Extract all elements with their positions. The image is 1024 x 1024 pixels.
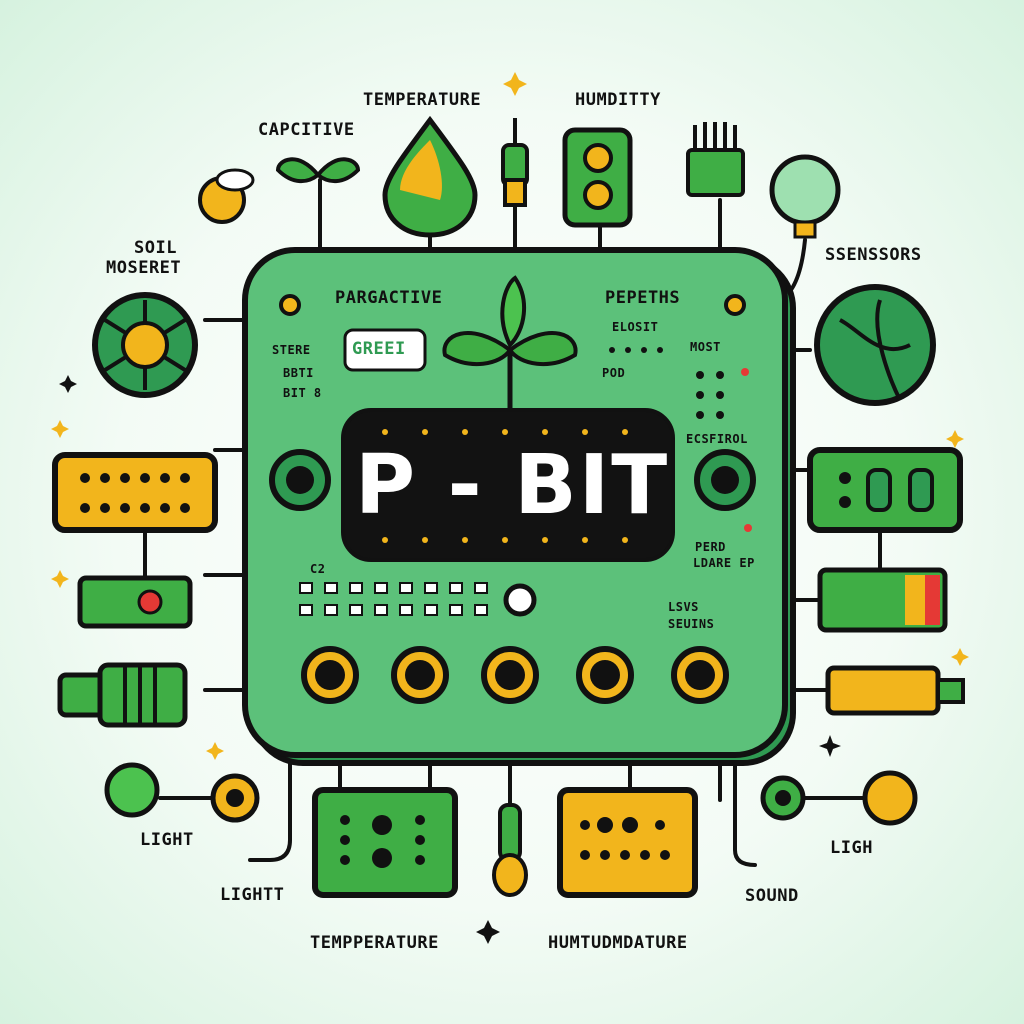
label-temperature-top: TEMPERATURE: [363, 90, 482, 110]
sparkle-icon: [51, 72, 969, 760]
p-bit-board: [242, 247, 796, 766]
leaf-sprout-icon: [442, 275, 578, 410]
switch-module-icon: [817, 567, 948, 633]
label-lightt: LIGHTT: [220, 885, 285, 905]
board-label-ecsfirol: ECSFIROL: [686, 432, 748, 446]
label-capacitive: CAPCITIVE: [258, 120, 355, 140]
sound-sensor-icon: [760, 770, 918, 826]
plug-icon: [825, 665, 965, 716]
board-label-pepeths: PEPETHS: [605, 288, 681, 308]
led-matrix-icon: [52, 452, 218, 533]
sparkle-icon: [59, 375, 841, 944]
right-dot-grid: [609, 347, 724, 419]
humidity-board-icon: [557, 787, 698, 898]
pin-header: [299, 582, 488, 616]
potentiometer-icon: [92, 292, 198, 398]
probe-icon: [492, 803, 528, 897]
tag-badge: [343, 328, 427, 372]
traffic-light-icon: [562, 127, 633, 228]
board-label-most: MOST: [690, 340, 721, 354]
globe-sensor-icon: [769, 154, 841, 239]
led-icon: [501, 118, 529, 207]
board-label-stere: STERE: [272, 343, 311, 357]
label-sensors: SSENSSORS: [825, 245, 922, 265]
screen-dots: [382, 429, 628, 543]
mounting-hole-icon: [279, 294, 301, 316]
resistor-icon: [57, 662, 188, 728]
sensor-board-icon: [312, 787, 458, 898]
label-sound: SOUND: [745, 886, 799, 906]
label-moseret: MOSERET: [106, 258, 182, 278]
board-label-lsvs: LSVS: [668, 600, 699, 614]
mounting-hole-icon: [724, 294, 746, 316]
board-label-bbti: BBTI: [283, 366, 314, 380]
bulb-icon: [104, 762, 260, 823]
pir-sensor-icon: [807, 447, 963, 533]
label-humidity-bottom: HUMTUDMDATURE: [548, 933, 688, 953]
water-drop-icon: [382, 115, 478, 238]
label-light: LIGHT: [140, 830, 194, 850]
led-module-icon: [77, 575, 193, 629]
connector-icon: [686, 122, 745, 197]
board-label-seuins: SEUINS: [668, 617, 715, 631]
board-label-bit8: BIT 8: [283, 386, 322, 400]
globe-icon: [814, 284, 936, 406]
label-soil: SOIL: [134, 238, 177, 258]
board-label-perd: PERD: [695, 540, 726, 554]
board-label-ldare-ep: LDARE EP: [693, 556, 755, 570]
label-humidity-top: HUMDITTY: [575, 90, 661, 110]
p-bit-title: P - BIT: [355, 438, 670, 533]
label-temperature-bottom: TEMPPERATURE: [310, 933, 439, 953]
leaf-icon: [275, 157, 361, 184]
io-ports: [301, 646, 729, 704]
board-label-elosit: ELOSIT: [612, 320, 659, 334]
bee-icon: [198, 168, 255, 224]
label-ligh: LIGH: [830, 838, 873, 858]
board-label-pod: POD: [602, 366, 626, 380]
board-tag-label: GREEI: [352, 339, 406, 359]
reset-button: [503, 583, 537, 617]
board-label-pargactive: PARGACTIVE: [335, 288, 443, 308]
display-screen: [341, 408, 675, 562]
board-label-c2: C2: [310, 562, 326, 576]
